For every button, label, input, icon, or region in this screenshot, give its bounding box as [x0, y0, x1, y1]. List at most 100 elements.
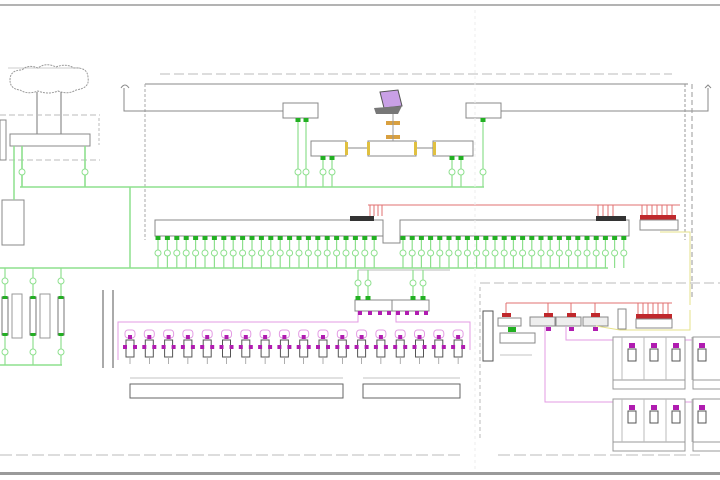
green-terminal: [510, 236, 516, 240]
magenta-terminal: [461, 345, 466, 349]
field-device-icon: [299, 339, 309, 358]
cabinet-device-icon: [671, 410, 681, 424]
fuse-icon: [364, 279, 372, 287]
magenta-terminal: [180, 345, 185, 349]
green-terminal: [464, 236, 470, 240]
green-terminal: [295, 118, 301, 122]
green-terminal: [277, 236, 283, 240]
red-terminal-block: [636, 314, 672, 319]
gateway-box: [9, 133, 91, 147]
magenta-terminal: [393, 345, 398, 349]
field-device-icon: [279, 339, 289, 358]
magenta-terminal: [354, 345, 359, 349]
fuse-icon: [399, 249, 407, 257]
green-terminal: [612, 236, 618, 240]
fuse-icon: [457, 168, 465, 176]
magenta-terminal: [358, 311, 362, 315]
connector: [433, 142, 436, 155]
fuse-icon: [57, 277, 65, 285]
green-terminal: [343, 236, 349, 240]
fuse-icon: [351, 249, 359, 257]
bus-coupler-left: [354, 299, 393, 312]
green-terminal: [556, 236, 562, 240]
magenta-terminal: [224, 335, 229, 339]
io-panel-right: [399, 219, 630, 237]
bottom-border: [0, 472, 720, 475]
fuse-icon: [1, 277, 9, 285]
green-terminal: [420, 296, 426, 300]
relay-box: [639, 219, 679, 231]
resistor-icon: [57, 296, 65, 336]
green-terminal: [193, 236, 199, 240]
magenta-terminal: [359, 335, 364, 339]
green-terminal: [492, 236, 498, 240]
magenta-terminal: [398, 335, 403, 339]
green-terminal: [30, 296, 36, 299]
green-terminal: [584, 236, 590, 240]
panel-connector: [596, 216, 626, 221]
green-terminal: [58, 296, 64, 299]
magenta-terminal: [258, 345, 263, 349]
cabinet-device-icon: [649, 348, 659, 362]
green-terminal: [305, 236, 311, 240]
magenta-terminal: [161, 345, 166, 349]
magenta-terminal: [396, 311, 400, 315]
green-terminal: [258, 236, 264, 240]
magenta-terminal: [629, 405, 635, 410]
antenna-icon: [704, 84, 712, 89]
magenta-terminal: [248, 345, 253, 349]
magenta-terminal: [422, 345, 427, 349]
green-terminal: [240, 236, 246, 240]
green-terminal: [520, 236, 526, 240]
magenta-terminal: [699, 405, 705, 410]
fuse-icon: [286, 249, 294, 257]
connector: [414, 142, 417, 155]
fuse-icon: [18, 168, 26, 176]
green-terminal: [2, 333, 8, 336]
field-device-icon: [415, 339, 424, 358]
fuse-icon: [302, 168, 310, 176]
green-terminal: [428, 236, 434, 240]
panel-link: [382, 236, 401, 244]
green-terminal: [183, 236, 189, 240]
magenta-terminal: [699, 343, 705, 348]
magenta-terminal: [171, 345, 176, 349]
green-terminal: [508, 327, 516, 332]
magenta-terminal: [415, 311, 419, 315]
fuse-icon: [323, 249, 331, 257]
green-terminal: [2, 296, 8, 299]
green-terminal: [355, 296, 361, 300]
fuse-icon: [182, 249, 190, 257]
connector: [345, 142, 348, 155]
magenta-terminal: [651, 343, 657, 348]
field-device-icon: [260, 339, 270, 358]
fuse-icon: [370, 249, 378, 257]
green-terminal: [474, 236, 480, 240]
magenta-terminal: [147, 335, 152, 339]
magenta-terminal: [243, 335, 248, 339]
fuse-icon: [565, 249, 573, 257]
magenta-terminal: [152, 345, 157, 349]
magenta-terminal: [296, 345, 301, 349]
side-label-box: [0, 119, 7, 161]
converter-box: [497, 317, 522, 327]
fuse-icon: [154, 249, 162, 257]
magenta-terminal: [205, 335, 210, 339]
fuse-icon: [248, 249, 256, 257]
network-cloud-icon: [9, 64, 89, 94]
magenta-terminal: [387, 311, 391, 315]
cable-tray-right: [362, 383, 461, 399]
fuse-icon: [409, 279, 417, 287]
fuse-icon: [210, 249, 218, 257]
fuse-icon: [445, 249, 453, 257]
magenta-terminal: [373, 345, 378, 349]
fuse-icon: [354, 279, 362, 287]
green-terminal: [593, 236, 599, 240]
network-line: [123, 88, 283, 112]
magenta-terminal: [263, 335, 268, 339]
magenta-terminal: [142, 345, 147, 349]
magenta-terminal: [378, 311, 382, 315]
module-box-right: [432, 140, 474, 157]
fuse-icon: [583, 249, 591, 257]
green-terminal: [221, 236, 227, 240]
